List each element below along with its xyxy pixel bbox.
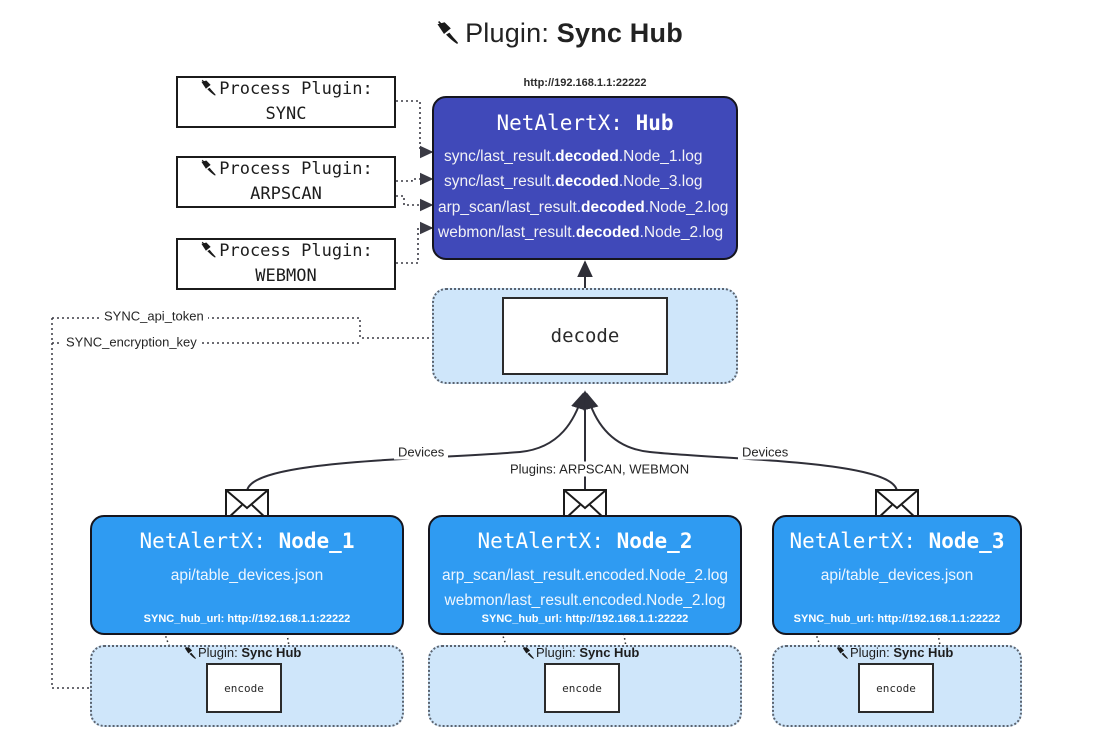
node-title: NetAlertX: Node_3 <box>789 529 1005 553</box>
plug-icon <box>199 79 217 104</box>
process-plugin-name: SYNC <box>265 103 307 124</box>
process-plugin-label: Process Plugin: <box>219 78 373 99</box>
node-title: NetAlertX: Node_1 <box>139 529 355 553</box>
plug-icon <box>199 159 217 184</box>
secret-label-api-token: SYNC_api_token <box>100 308 208 324</box>
title-name: Sync Hub <box>556 18 683 48</box>
node-log-line: api/table_devices.json <box>170 567 324 584</box>
decode-box[interactable]: decode <box>502 297 668 375</box>
node-hub-url: SYNC_hub_url: http://192.168.1.1:22222 <box>143 613 351 625</box>
plug-icon <box>835 646 849 663</box>
node-log-list: arp_scan/last_result.encoded.Node_2.log … <box>430 563 740 613</box>
sync-hub-zone-label-1: Plugin: Sync Hub <box>183 645 301 663</box>
node-log-line: api/table_devices.json <box>820 567 974 584</box>
hub-log-line: sync/last_result.decoded.Node_3.log <box>444 173 703 191</box>
process-plugin-label: Process Plugin: <box>219 240 373 261</box>
hub-box[interactable]: NetAlertX: Hub sync/last_result.decoded.… <box>432 96 738 260</box>
process-plugin-label: Process Plugin: <box>219 158 373 179</box>
process-plugin-name: WEBMON <box>255 265 317 286</box>
node-box-3[interactable]: NetAlertX: Node_3 api/table_devices.json… <box>772 515 1022 635</box>
encode-box-1[interactable]: encode <box>206 663 282 713</box>
encode-label: encode <box>562 681 602 695</box>
node-log-line: webmon/last_result.encoded.Node_2.log <box>444 592 726 610</box>
hub-log-list: sync/last_result.decoded.Node_1.log sync… <box>434 144 736 245</box>
title-prefix: Plugin: <box>465 18 557 48</box>
edge-label-devices-right: Devices <box>738 444 793 460</box>
process-plugin-webmon[interactable]: Process Plugin: WEBMON <box>176 238 396 290</box>
process-plugin-name: ARPSCAN <box>250 183 322 204</box>
plug-icon <box>199 241 217 266</box>
hub-title: NetAlertX: Hub <box>434 111 736 135</box>
plug-icon <box>434 20 460 53</box>
node-title: NetAlertX: Node_2 <box>477 529 693 553</box>
encode-box-2[interactable]: encode <box>544 663 620 713</box>
edge-label-plugins-center: Plugins: ARPSCAN, WEBMON <box>506 461 694 477</box>
secret-label-encryption-key: SYNC_encryption_key <box>62 334 201 350</box>
decode-label: decode <box>550 325 620 347</box>
hub-log-line: arp_scan/last_result.decoded.Node_2.log <box>438 198 729 216</box>
node-log-list: api/table_devices.json <box>92 563 402 588</box>
node-hub-url: SYNC_hub_url: http://192.168.1.1:22222 <box>793 613 1001 625</box>
node-box-2[interactable]: NetAlertX: Node_2 arp_scan/last_result.e… <box>428 515 742 635</box>
edge-label-devices-left: Devices <box>394 444 449 460</box>
plug-icon <box>183 646 197 663</box>
process-plugin-sync[interactable]: Process Plugin: SYNC <box>176 76 396 128</box>
hub-url-label: http://192.168.1.1:22222 <box>523 77 647 89</box>
node-log-list: api/table_devices.json <box>774 563 1020 588</box>
hub-title-prefix: NetAlertX: <box>496 111 636 135</box>
hub-log-line: webmon/last_result.decoded.Node_2.log <box>438 223 724 241</box>
sync-hub-zone-label-2: Plugin: Sync Hub <box>521 645 639 663</box>
encode-box-3[interactable]: encode <box>858 663 934 713</box>
hub-title-name: Hub <box>635 111 674 135</box>
node-box-1[interactable]: NetAlertX: Node_1 api/table_devices.json… <box>90 515 404 635</box>
encode-label: encode <box>224 681 264 695</box>
page-title: Plugin: Sync Hub <box>0 18 1117 53</box>
encode-label: encode <box>876 681 916 695</box>
plug-icon <box>521 646 535 663</box>
hub-log-line: sync/last_result.decoded.Node_1.log <box>444 148 703 165</box>
process-plugin-arpscan[interactable]: Process Plugin: ARPSCAN <box>176 156 396 208</box>
node-log-line: arp_scan/last_result.encoded.Node_2.log <box>441 567 729 584</box>
node-hub-url: SYNC_hub_url: http://192.168.1.1:22222 <box>481 613 689 625</box>
sync-hub-zone-label-3: Plugin: Sync Hub <box>835 645 953 663</box>
